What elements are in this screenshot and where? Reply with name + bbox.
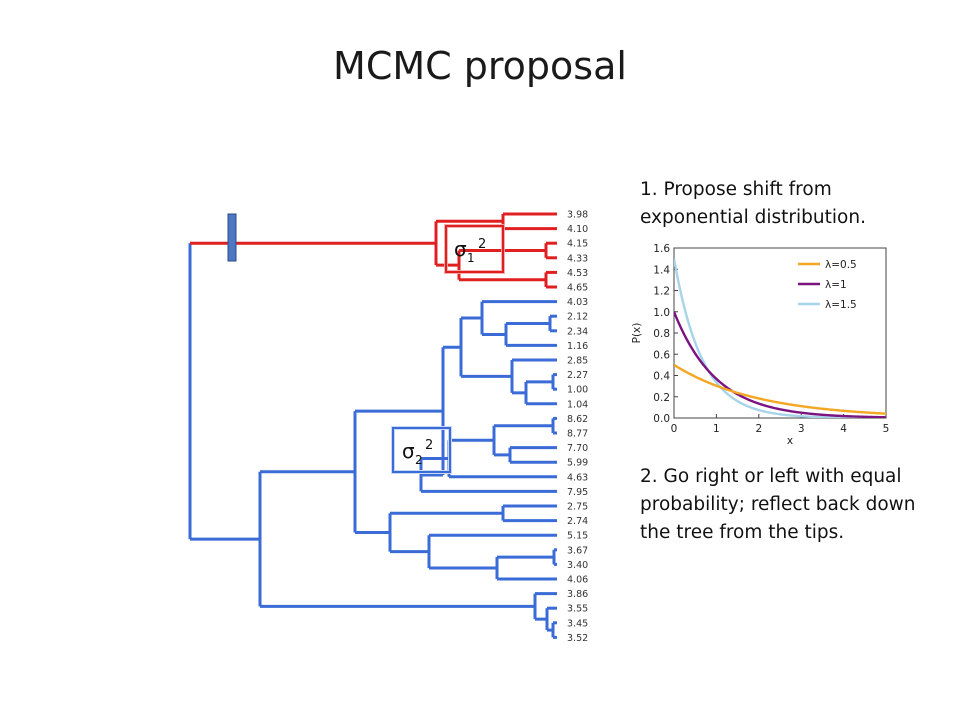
regime-label-2: σ 2 2 bbox=[402, 438, 433, 467]
tip-label: 2.34 bbox=[567, 326, 588, 337]
regime-1-sub: 1 bbox=[467, 251, 475, 265]
tip-label: 3.86 bbox=[567, 589, 588, 600]
x-tick-label: 5 bbox=[883, 423, 890, 435]
x-tick-label: 2 bbox=[755, 423, 762, 435]
regime-2-symbol: σ bbox=[402, 439, 415, 463]
tip-label: 7.70 bbox=[567, 443, 588, 454]
y-tick-label: 1.6 bbox=[653, 243, 670, 255]
tip-label: 5.99 bbox=[567, 458, 588, 469]
y-tick-label: 0.6 bbox=[653, 349, 670, 361]
step-1-text: 1. Propose shift from exponential distri… bbox=[640, 179, 866, 228]
y-tick-label: 1.0 bbox=[653, 307, 670, 319]
tip-label: 4.06 bbox=[567, 575, 588, 586]
regime-2-box-outline bbox=[392, 427, 451, 473]
tip-label: 2.27 bbox=[567, 370, 588, 381]
step-2-text: 2. Go right or left with equal probabili… bbox=[640, 466, 916, 543]
y-tick-label: 0.8 bbox=[653, 328, 670, 340]
tip-label: 4.53 bbox=[567, 268, 588, 279]
tip-label: 4.03 bbox=[567, 297, 588, 308]
tip-label: 1.00 bbox=[567, 385, 588, 396]
regime-2-sub: 2 bbox=[415, 453, 423, 467]
regime-1-box-outline bbox=[445, 225, 504, 273]
tip-label: 2.75 bbox=[567, 502, 588, 513]
y-tick-label: 0.2 bbox=[653, 392, 670, 404]
regime-label-1: σ 1 2 bbox=[454, 237, 486, 265]
tip-label: 5.15 bbox=[567, 531, 588, 542]
tip-label: 4.15 bbox=[567, 239, 588, 250]
tree-branches bbox=[188, 212, 557, 639]
x-tick-label: 0 bbox=[671, 423, 678, 435]
tip-label: 4.63 bbox=[567, 472, 588, 483]
tip-label: 3.40 bbox=[567, 560, 588, 571]
tip-label: 4.33 bbox=[567, 253, 588, 264]
plot-frame bbox=[673, 247, 887, 419]
tip-label: 4.65 bbox=[567, 283, 588, 294]
tip-label: 1.04 bbox=[567, 399, 588, 410]
y-axis-label: P(x) bbox=[631, 323, 643, 344]
regime-2-sup: 2 bbox=[425, 438, 433, 453]
tip-label: 2.85 bbox=[567, 356, 588, 367]
svg-text:σ: σ bbox=[454, 237, 467, 261]
chart-lines bbox=[674, 258, 886, 418]
x-tick-label: 1 bbox=[713, 423, 720, 435]
tip-label: 3.98 bbox=[567, 210, 588, 221]
legend-label: λ=0.5 bbox=[825, 259, 857, 271]
tip-label: 2.74 bbox=[567, 516, 588, 527]
tip-label: 2.12 bbox=[567, 312, 588, 323]
chart-axes: 0.0 0.2 0.4 0.6 0.8 1.0 1.2 1.4 1.6 0 1 2 3 4 5 P(x) x bbox=[631, 243, 889, 446]
x-tick-label: 3 bbox=[798, 423, 805, 435]
series-line bbox=[674, 363, 886, 415]
legend-label: λ=1 bbox=[825, 279, 847, 291]
tip-label: 4.10 bbox=[567, 224, 588, 235]
slide-title: MCMC proposal bbox=[333, 44, 627, 88]
y-tick-label: 0.4 bbox=[653, 371, 670, 383]
tip-label: 8.62 bbox=[567, 414, 588, 425]
x-axis-label: x bbox=[787, 435, 793, 446]
y-tick-label: 0.0 bbox=[653, 413, 670, 425]
tip-label: 1.16 bbox=[567, 341, 588, 352]
shift-marker bbox=[227, 213, 237, 262]
chart-legend: λ=0.5 λ=1 λ=1.5 bbox=[798, 259, 857, 311]
tip-label: 3.67 bbox=[567, 545, 588, 556]
tip-label: 7.95 bbox=[567, 487, 588, 498]
regime-1-symbol: σ bbox=[454, 237, 467, 261]
legend-label: λ=1.5 bbox=[825, 299, 857, 311]
series-line bbox=[674, 311, 886, 418]
regime-1-sup: 2 bbox=[478, 237, 486, 252]
tip-label: 3.45 bbox=[567, 618, 588, 629]
x-tick-label: 4 bbox=[840, 423, 847, 435]
y-tick-label: 1.2 bbox=[653, 286, 670, 298]
tip-label: 8.77 bbox=[567, 429, 588, 440]
tip-label: 3.55 bbox=[567, 604, 588, 615]
exponential-pdf-chart: 0.0 0.2 0.4 0.6 0.8 1.0 1.2 1.4 1.6 0 1 2 3 4 5 P(x) x λ… bbox=[631, 243, 889, 446]
y-tick-label: 1.4 bbox=[653, 264, 670, 276]
tip-label: 3.52 bbox=[567, 633, 588, 644]
tip-labels: 3.98 4.10 4.15 4.33 4.53 4.65 4.03 2.12 2.34 1.16… bbox=[567, 210, 588, 644]
